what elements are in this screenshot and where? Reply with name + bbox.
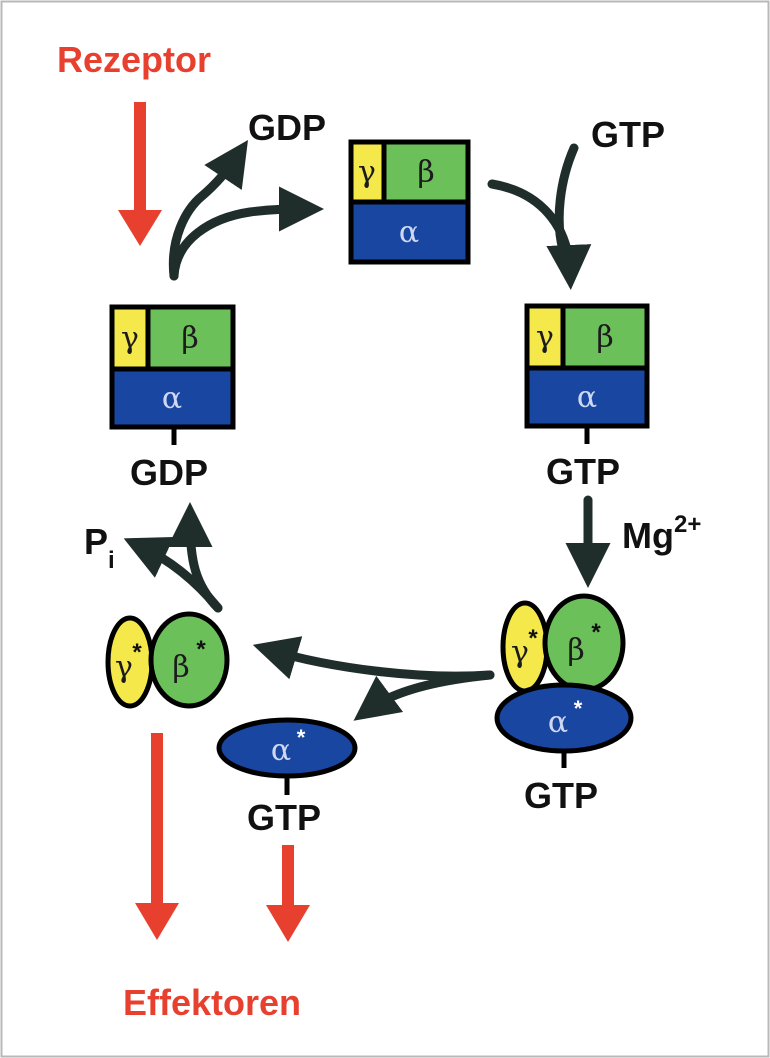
beta-symbol: β bbox=[172, 650, 189, 685]
beta-subunit bbox=[381, 139, 471, 205]
beta-gamma-dimer bbox=[105, 611, 230, 709]
magnesium-symbol: Mg bbox=[622, 515, 674, 556]
star-mark: * bbox=[297, 725, 306, 750]
effector-arrow-alpha bbox=[266, 845, 310, 942]
alpha-gtp-free bbox=[216, 717, 358, 795]
gamma-symbol: γ bbox=[115, 650, 133, 685]
beta-star-subunit bbox=[148, 611, 230, 709]
gamma-symbol: γ bbox=[511, 635, 529, 670]
star-mark: * bbox=[591, 619, 601, 646]
beta-subunit bbox=[560, 303, 650, 371]
gtp-alpha-label: GTP bbox=[247, 797, 321, 838]
gdp-released-label: GDP bbox=[248, 107, 326, 148]
receptor-arrow bbox=[118, 102, 162, 246]
gtp-binding-arrow bbox=[487, 179, 592, 290]
to-heterotrimer-arrow bbox=[169, 186, 324, 281]
beta-symbol: β bbox=[417, 155, 434, 190]
gamma-symbol: γ bbox=[358, 155, 376, 190]
magnesium-charge: 2+ bbox=[674, 511, 701, 538]
star-mark: * bbox=[528, 625, 538, 652]
alpha-subunit bbox=[348, 199, 471, 265]
gtp-bound-label: GTP bbox=[546, 451, 620, 492]
gtp-active-label: GTP bbox=[524, 775, 598, 816]
alpha-symbol: α bbox=[577, 380, 597, 415]
alpha-symbol: α bbox=[271, 733, 291, 768]
alpha-symbol: α bbox=[162, 381, 182, 416]
gamma-symbol: γ bbox=[121, 321, 139, 356]
heterotrimer-gtp bbox=[524, 303, 650, 444]
phosphate-label: Pi bbox=[84, 521, 115, 574]
star-mark: * bbox=[132, 639, 142, 666]
phosphate-symbol: P bbox=[84, 521, 108, 562]
pi-release-arrow bbox=[123, 537, 223, 613]
beta-symbol: β bbox=[567, 633, 584, 668]
heterotrimer-gdp bbox=[109, 304, 236, 445]
receptor-label: Rezeptor bbox=[57, 39, 211, 80]
star-mark: * bbox=[196, 636, 206, 663]
beta-symbol: β bbox=[181, 321, 198, 356]
heterotrimer-top bbox=[348, 139, 471, 265]
beta-symbol: β bbox=[596, 320, 613, 355]
alpha-subunit bbox=[109, 366, 236, 430]
magnesium-label: Mg2+ bbox=[622, 511, 701, 556]
gamma-symbol: γ bbox=[536, 320, 554, 355]
gdp-release-arrow bbox=[168, 140, 248, 281]
gtp-incoming-arrow bbox=[554, 143, 579, 255]
effectors-label: Effektoren bbox=[123, 982, 301, 1023]
alpha-symbol: α bbox=[548, 705, 568, 740]
gdp-bound-label: GDP bbox=[130, 452, 208, 493]
effector-arrow-beta-gamma bbox=[135, 733, 179, 940]
gtp-incoming-label: GTP bbox=[591, 114, 665, 155]
activated-complex bbox=[494, 593, 634, 768]
alpha-symbol: α bbox=[399, 215, 419, 250]
star-mark: * bbox=[574, 696, 583, 721]
phosphate-subscript: i bbox=[108, 547, 115, 574]
alpha-dissociation-arrow bbox=[353, 670, 495, 721]
